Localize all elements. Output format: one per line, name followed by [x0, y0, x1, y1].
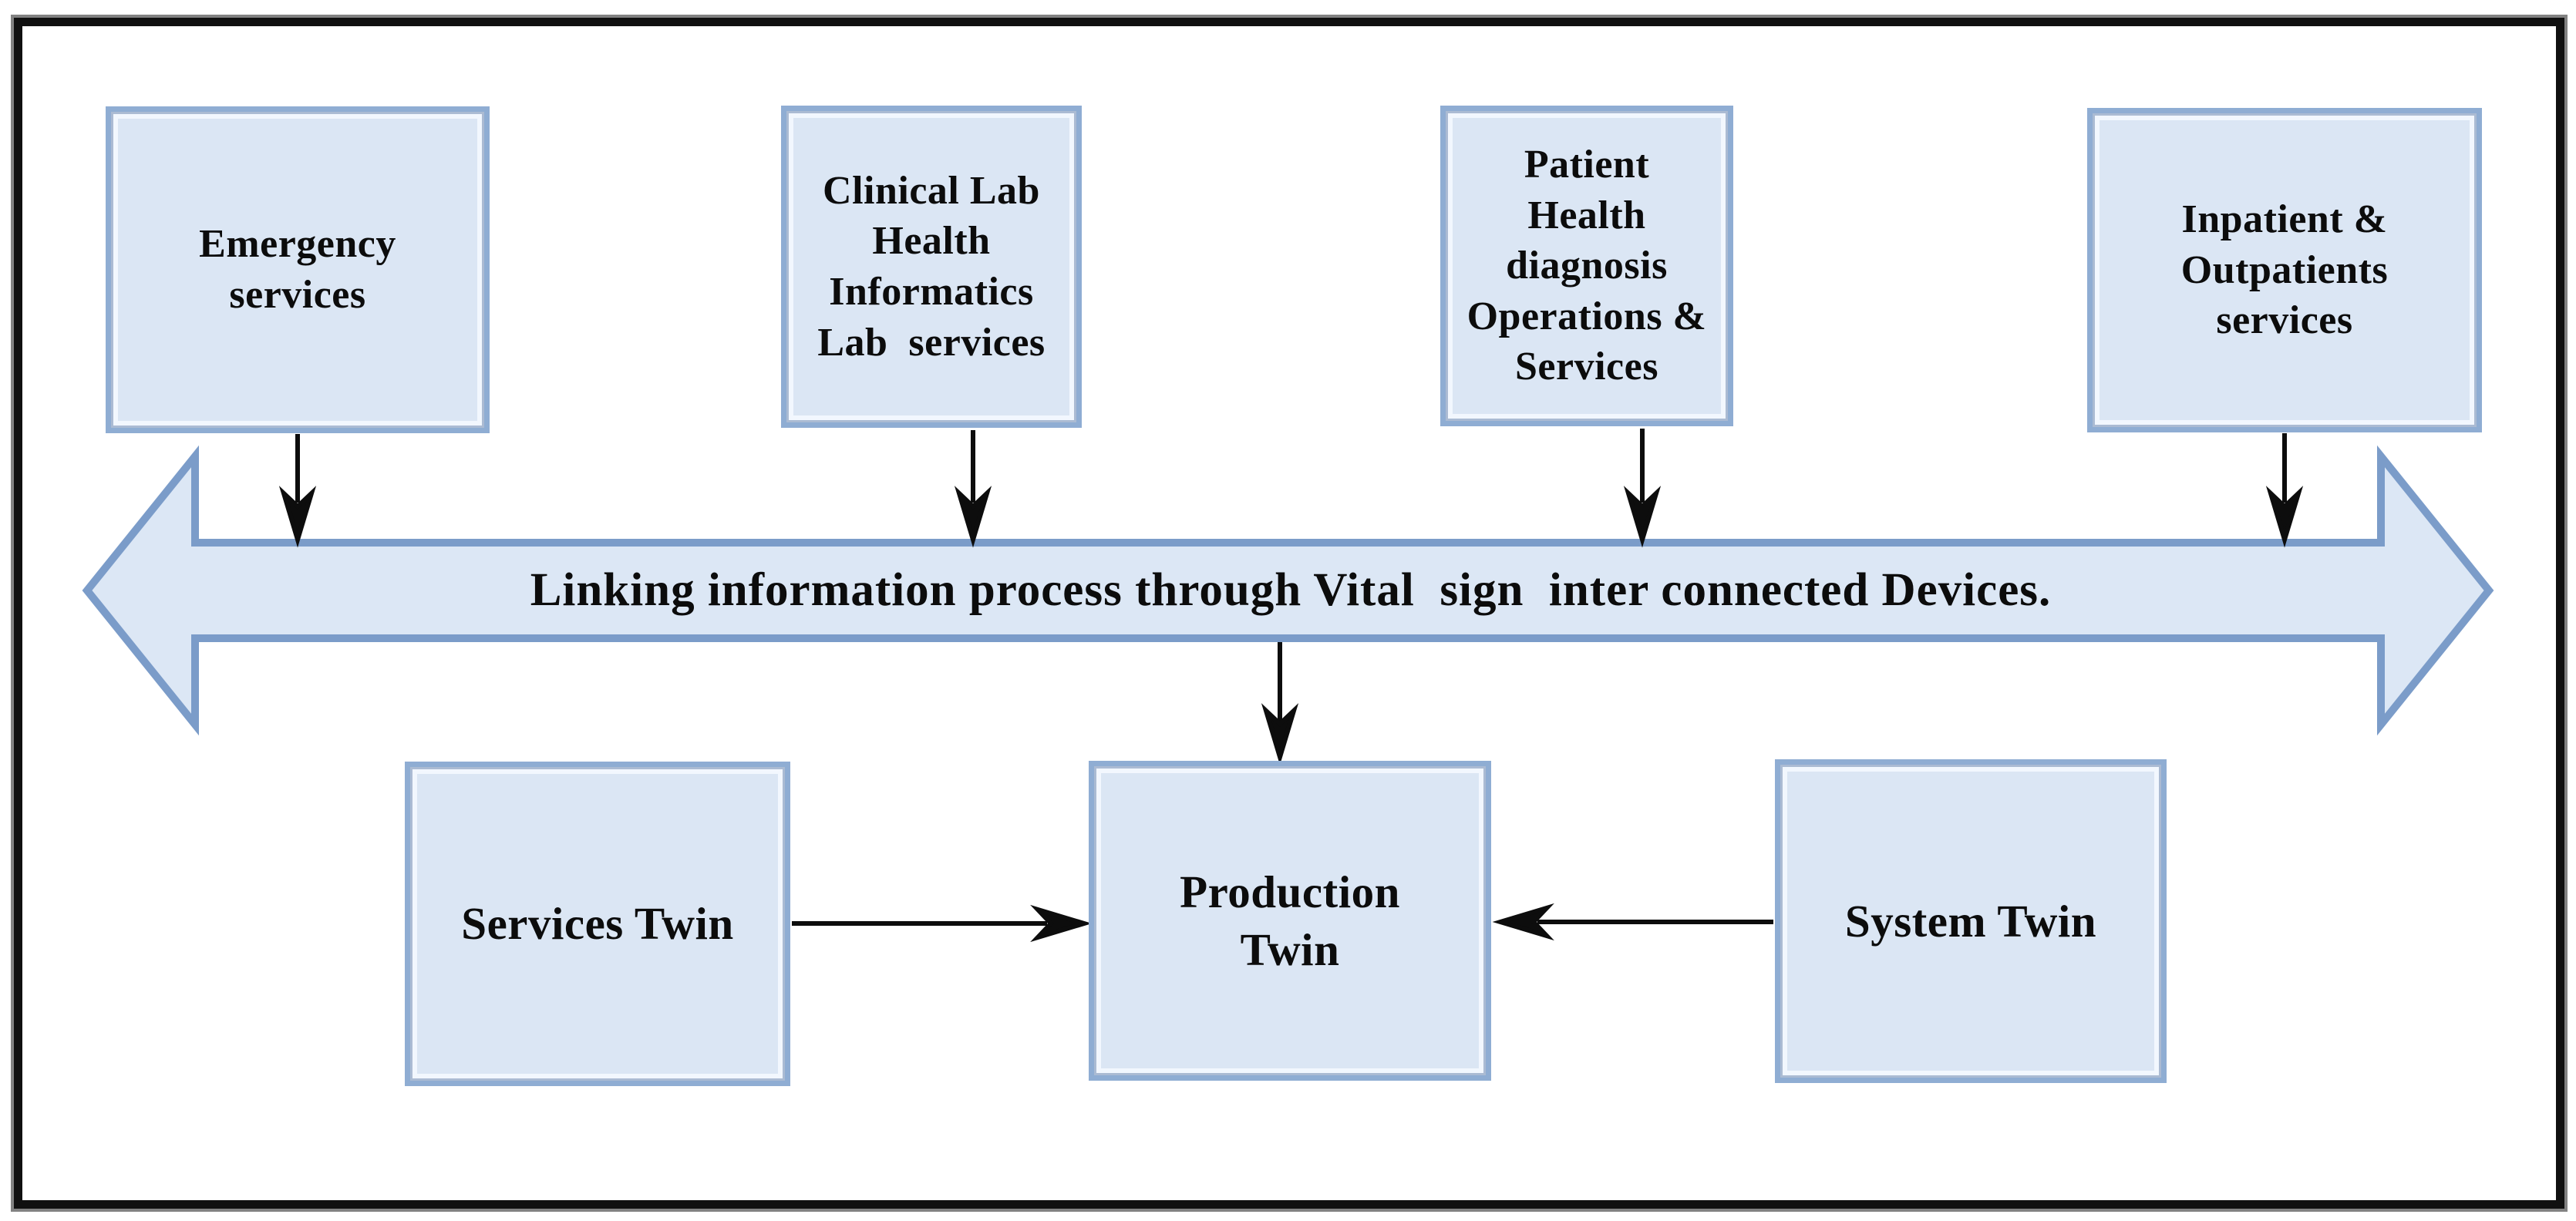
box-patient-health-diagnosis: Patient Health diagnosis Operations & Se… — [1440, 106, 1733, 426]
arrow-system-to-production-icon — [1492, 903, 1773, 941]
box-inpatient-outpatients: Inpatient & Outpatients services — [2087, 108, 2482, 432]
box-clinical-lab-informatics: Clinical Lab Health Informatics Lab serv… — [781, 106, 1082, 428]
arrow-patient-to-banner-icon — [1623, 429, 1662, 548]
box-system-twin: System Twin — [1775, 759, 2167, 1083]
box-emergency-services: Emergency services — [106, 106, 490, 433]
box-system-twin-label: System Twin — [1844, 895, 2097, 947]
box-patient-health-diagnosis-label: Patient Health diagnosis Operations & Se… — [1466, 143, 1707, 389]
box-clinical-lab-informatics-label: Clinical Lab Health Informatics Lab serv… — [817, 168, 1046, 365]
arrow-services-to-production-icon — [792, 904, 1093, 943]
box-production-twin: Production Twin — [1089, 761, 1491, 1081]
arrow-inpatient-to-banner-icon — [2265, 433, 2304, 548]
box-production-twin-label: Production Twin — [1180, 866, 1400, 975]
arrow-emergency-to-banner-icon — [278, 434, 317, 548]
box-services-twin-label: Services Twin — [461, 898, 734, 950]
box-inpatient-outpatients-label: Inpatient & Outpatients services — [2180, 197, 2389, 343]
linking-banner-label: Linking information process through Vita… — [530, 564, 2052, 616]
linking-banner-arrow-shape — [82, 445, 2494, 736]
box-emergency-services-label: Emergency services — [199, 222, 396, 317]
arrow-banner-to-production-icon — [1261, 642, 1299, 765]
box-services-twin: Services Twin — [405, 762, 790, 1086]
arrow-clinical-to-banner-icon — [954, 430, 992, 548]
